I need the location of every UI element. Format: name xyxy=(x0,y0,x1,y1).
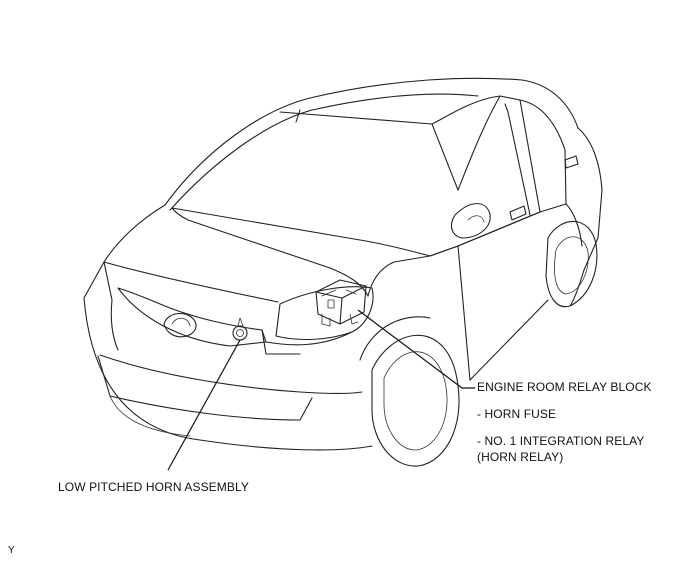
horn-assembly-leader xyxy=(167,339,241,471)
corner-mark: Y xyxy=(8,545,15,556)
relay-block-icon xyxy=(315,279,367,327)
horn-assembly-label: LOW PITCHED HORN ASSEMBLY xyxy=(58,480,249,494)
horn-fuse-label: - HORN FUSE xyxy=(477,407,557,421)
integration-relay-label: - NO. 1 INTEGRATION RELAY xyxy=(477,434,645,448)
relay-block-leader xyxy=(357,309,475,389)
horn-assembly-icon xyxy=(232,317,248,341)
car-body-outline xyxy=(83,77,603,467)
relay-block-label: ENGINE ROOM RELAY BLOCK xyxy=(477,380,652,394)
horn-relay-label: (HORN RELAY) xyxy=(477,450,564,464)
